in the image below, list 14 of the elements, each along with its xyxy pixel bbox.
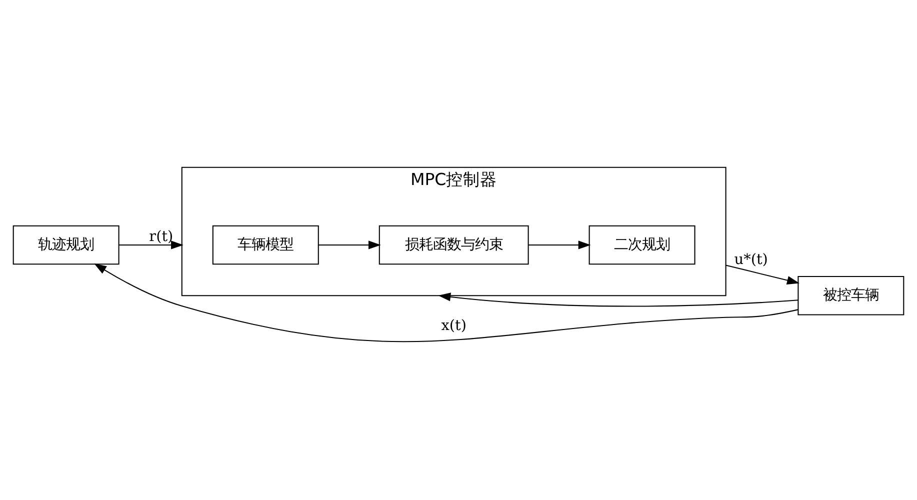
arrow xyxy=(726,264,800,284)
arrow xyxy=(528,240,591,249)
node-box: 被控车辆 xyxy=(798,275,904,315)
node-box: 损耗函数与约束 xyxy=(378,224,529,264)
edge-label: r(t) xyxy=(149,228,174,245)
edge-label: x(t) xyxy=(441,317,466,334)
edge-label: u*(t) xyxy=(734,251,768,268)
node-box: 车辆模型 xyxy=(212,224,319,264)
arrow xyxy=(318,240,381,249)
node-box: 二次规划 xyxy=(588,224,696,264)
arrow xyxy=(119,240,184,249)
node-box: 轨迹规划 xyxy=(12,224,120,264)
arrow xyxy=(94,262,798,342)
arrow xyxy=(438,292,798,306)
